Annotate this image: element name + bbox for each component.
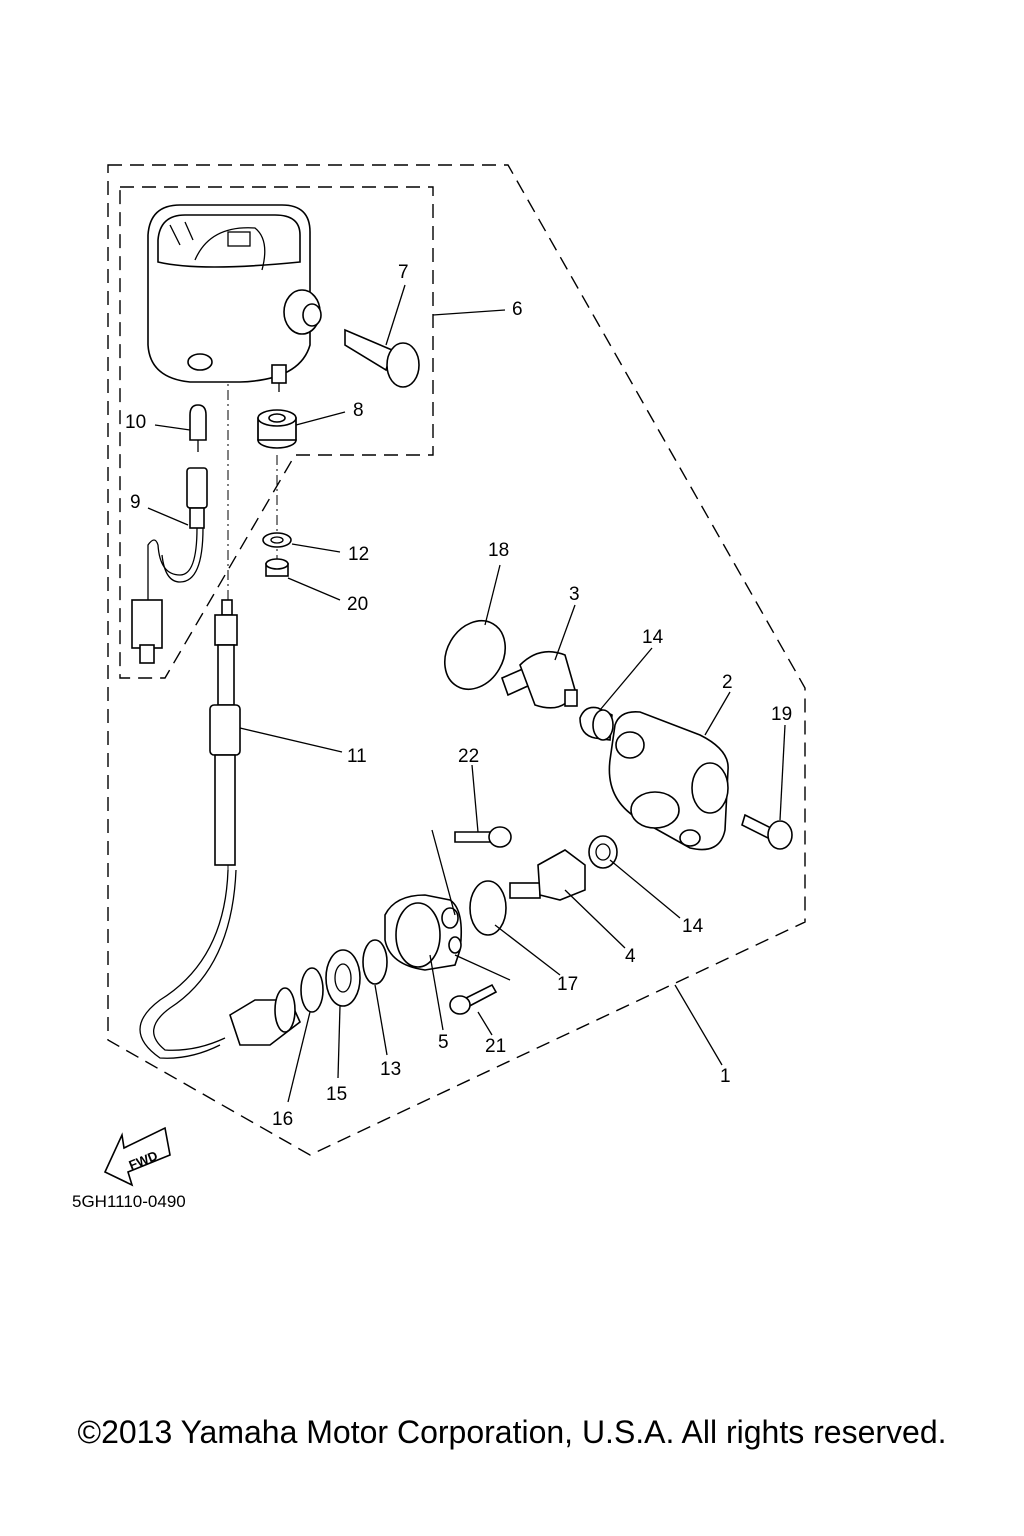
callout-9: 9 bbox=[130, 492, 141, 513]
speedometer-cable bbox=[139, 599, 241, 1059]
speedometer-meter bbox=[147, 204, 311, 392]
callout-20: 20 bbox=[347, 594, 368, 615]
forward-arrow: FWD bbox=[103, 1126, 171, 1187]
leader-lines bbox=[147, 284, 786, 1103]
bulb bbox=[189, 404, 207, 452]
copyright-notice: ©2013 Yamaha Motor Corporation, U.S.A. A… bbox=[77, 1414, 947, 1450]
callout-8: 8 bbox=[353, 400, 364, 421]
speedometer-gear-unit bbox=[608, 710, 729, 851]
o-ring-17 bbox=[469, 880, 507, 936]
callout-14-lower: 14 bbox=[682, 916, 704, 937]
callout-7: 7 bbox=[398, 262, 409, 283]
gear-housing bbox=[384, 894, 463, 971]
callout-18: 18 bbox=[488, 540, 509, 561]
o-ring-18 bbox=[444, 620, 506, 690]
part-callouts: 1 2 3 4 5 6 7 8 9 10 11 12 13 14 14 15 1… bbox=[125, 262, 792, 1130]
drive-gear bbox=[500, 650, 578, 709]
driven-gear bbox=[509, 849, 586, 901]
washer bbox=[262, 532, 292, 548]
callout-13: 13 bbox=[380, 1059, 401, 1080]
washer-13 bbox=[362, 939, 388, 985]
callout-6: 6 bbox=[512, 299, 523, 320]
callout-5: 5 bbox=[438, 1032, 449, 1053]
oil-seal bbox=[325, 949, 361, 1007]
cable-end-fitting bbox=[229, 987, 301, 1046]
bushing-upper bbox=[579, 706, 614, 741]
callout-21: 21 bbox=[485, 1036, 506, 1057]
screw-22 bbox=[454, 826, 512, 848]
o-ring bbox=[300, 967, 324, 1013]
callout-3: 3 bbox=[569, 584, 580, 605]
trip-reset-knob bbox=[283, 289, 420, 388]
callout-22: 22 bbox=[458, 746, 479, 767]
callout-14-upper: 14 bbox=[642, 627, 664, 648]
callout-10: 10 bbox=[125, 412, 146, 433]
callout-4: 4 bbox=[625, 946, 636, 967]
callout-17: 17 bbox=[557, 974, 578, 995]
callout-2: 2 bbox=[722, 672, 733, 693]
bulb-socket-cord bbox=[131, 467, 208, 664]
assembly-6-boundary bbox=[119, 186, 434, 679]
callout-15: 15 bbox=[326, 1084, 347, 1105]
assembly-1-boundary bbox=[107, 164, 806, 1156]
bolt bbox=[741, 813, 793, 850]
callout-12: 12 bbox=[348, 544, 369, 565]
bushing-lower bbox=[588, 835, 618, 869]
callout-11: 11 bbox=[347, 746, 367, 767]
callout-1: 1 bbox=[720, 1066, 731, 1087]
nut bbox=[265, 558, 289, 577]
screw-21 bbox=[449, 983, 498, 1015]
drawing-code: 5GH1110-0490 bbox=[72, 1192, 186, 1211]
grommet bbox=[257, 409, 297, 449]
callout-16: 16 bbox=[272, 1109, 293, 1130]
callout-19: 19 bbox=[771, 704, 792, 725]
